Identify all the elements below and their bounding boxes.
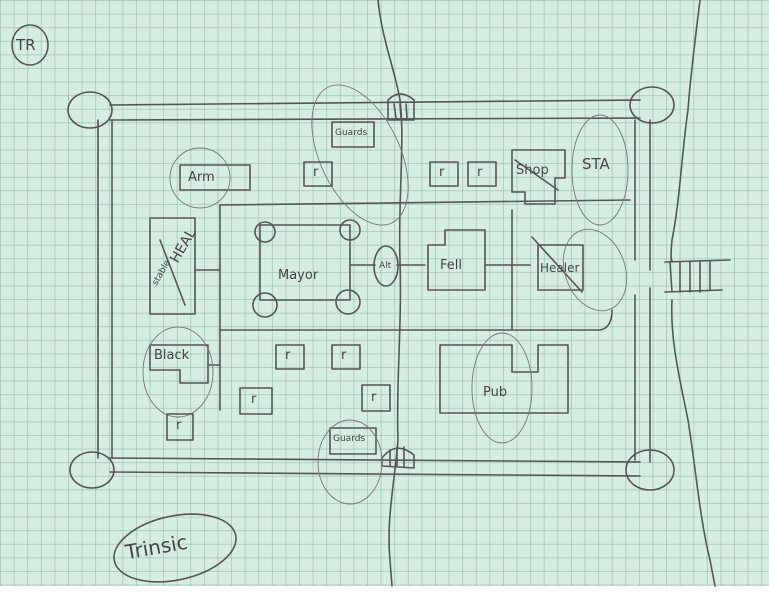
label-residence: r [176, 418, 182, 433]
building-guards-south [329, 427, 377, 455]
label-armory: Arm [188, 170, 215, 185]
tower-sw [69, 451, 115, 489]
tag-circle [11, 24, 49, 66]
residence [166, 413, 194, 441]
residence [275, 344, 305, 370]
river-east-lower [670, 299, 716, 587]
label-healer: Healer [540, 261, 580, 275]
residence [429, 161, 459, 187]
label-shop: Shop [516, 163, 549, 178]
title-circle [113, 513, 237, 583]
label-guards-north: Guards [335, 128, 368, 138]
label-sta: STA [582, 155, 610, 173]
road-north [219, 199, 631, 206]
gate-south [381, 447, 415, 469]
label-residence: r [439, 165, 445, 180]
sta-circle [571, 114, 629, 226]
residence [331, 344, 361, 370]
residence [467, 161, 497, 187]
building-blacksmith [149, 344, 209, 384]
label-fellowship: Fell [440, 258, 462, 273]
wall-north-outer [109, 99, 641, 106]
building-stable-heal [149, 217, 196, 315]
label-pub: Pub [483, 385, 508, 400]
label-residence: r [313, 165, 319, 180]
building-alt [373, 245, 399, 287]
road-middle [219, 309, 613, 331]
residence [303, 161, 333, 187]
wall-south-outer [109, 457, 641, 463]
building-fellowship [427, 229, 486, 291]
label-residence: r [341, 348, 347, 363]
gate-north [387, 93, 415, 121]
building-healer [537, 244, 584, 291]
building-mayor [259, 224, 351, 301]
label-residence: r [285, 348, 291, 363]
building-pub [439, 344, 569, 414]
label-residence: r [477, 165, 483, 180]
label-residence: r [371, 390, 377, 405]
residence [361, 384, 391, 412]
label-guards-south: Guards [333, 434, 366, 444]
building-guards-north [331, 121, 375, 148]
label-alt: Alt [379, 261, 392, 271]
paper-edge [0, 586, 769, 599]
residence [239, 387, 273, 415]
building-armory [179, 164, 251, 191]
corner-tag: TR [16, 36, 36, 54]
building-shop [511, 149, 566, 205]
east-bridge [664, 259, 731, 293]
tower-nw [67, 91, 113, 129]
river-west [377, 0, 403, 587]
tower-ne [629, 86, 675, 124]
label-mayor: Mayor [278, 268, 319, 283]
label-blacksmith: Black [154, 348, 190, 363]
label-residence: r [251, 392, 257, 407]
river-east-upper [670, 0, 701, 263]
tower-se [625, 449, 675, 491]
